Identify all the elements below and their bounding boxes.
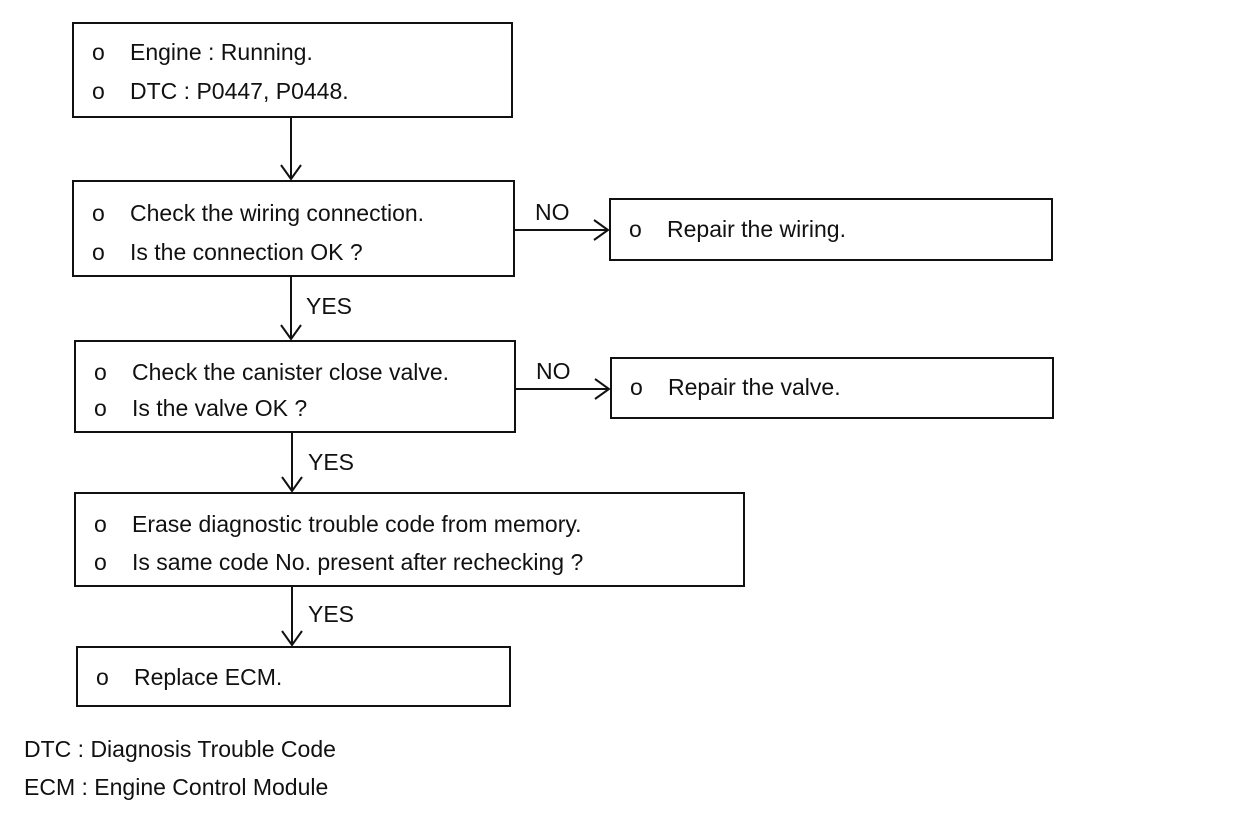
box-line: o Engine : Running.: [92, 38, 313, 66]
arrowhead-start-to-wiring: [280, 164, 302, 181]
check-valve-box: o Check the canister close valve. o Is the…: [74, 340, 516, 433]
arrowhead-wiring-no: [593, 219, 610, 241]
replace-ecm-text: Replace ECM.: [134, 664, 283, 690]
box-line: o Is same code No. present after rechecki…: [94, 548, 583, 576]
check-valve-text: Check the canister close valve.: [132, 359, 450, 385]
bullet-icon: o: [94, 549, 107, 575]
arrowhead-erase-yes: [281, 630, 303, 647]
legend-ecm: ECM : Engine Control Module: [24, 774, 329, 800]
check-wiring-text: Check the wiring connection.: [130, 200, 425, 226]
box-line: o Replace ECM.: [96, 663, 282, 691]
connection-ok-question: Is the connection OK ?: [130, 239, 363, 265]
box-line: o Is the valve OK ?: [94, 394, 307, 422]
edge-label-erase-yes: YES: [308, 601, 355, 627]
box-line: o Is the connection OK ?: [92, 238, 363, 266]
edge-label-valve-yes: YES: [308, 449, 355, 475]
box-line: o Check the wiring connection.: [92, 199, 424, 227]
replace-ecm-box: o Replace ECM.: [76, 646, 511, 707]
box-line: o Repair the wiring.: [629, 215, 846, 243]
bullet-icon: o: [630, 374, 643, 400]
bullet-icon: o: [96, 664, 109, 690]
bullet-icon: o: [92, 39, 105, 65]
repair-wiring-box: o Repair the wiring.: [609, 198, 1053, 261]
bullet-icon: o: [92, 78, 105, 104]
repair-wiring-text: Repair the wiring.: [667, 216, 846, 242]
dtc-codes-text: DTC : P0447, P0448.: [130, 78, 349, 104]
arrowhead-valve-yes: [281, 476, 303, 493]
repair-valve-box: o Repair the valve.: [610, 357, 1054, 419]
box-line: o Check the canister close valve.: [94, 358, 449, 386]
valve-ok-question: Is the valve OK ?: [132, 395, 308, 421]
erase-code-box: o Erase diagnostic trouble code from memo…: [74, 492, 745, 587]
bullet-icon: o: [94, 359, 107, 385]
engine-condition-text: Engine : Running.: [130, 39, 313, 65]
edge-label-wiring-no: NO: [535, 199, 570, 225]
edge-label-valve-no: NO: [536, 358, 571, 384]
arrowhead-valve-no: [594, 378, 611, 400]
legend-dtc: DTC : Diagnosis Trouble Code: [24, 736, 336, 762]
bullet-icon: o: [92, 200, 105, 226]
repair-valve-text: Repair the valve.: [668, 374, 841, 400]
box-line: o DTC : P0447, P0448.: [92, 77, 349, 105]
erase-code-text: Erase diagnostic trouble code from memor…: [132, 511, 582, 537]
bullet-icon: o: [94, 395, 107, 421]
box-line: o Erase diagnostic trouble code from memo…: [94, 510, 582, 538]
edge-label-wiring-yes: YES: [306, 293, 353, 319]
check-wiring-box: o Check the wiring connection. o Is the co…: [72, 180, 515, 277]
box-line: o Repair the valve.: [630, 373, 841, 401]
bullet-icon: o: [629, 216, 642, 242]
bullet-icon: o: [92, 239, 105, 265]
same-code-question: Is same code No. present after recheckin…: [132, 549, 584, 575]
bullet-icon: o: [94, 511, 107, 537]
arrowhead-wiring-yes: [280, 324, 302, 341]
